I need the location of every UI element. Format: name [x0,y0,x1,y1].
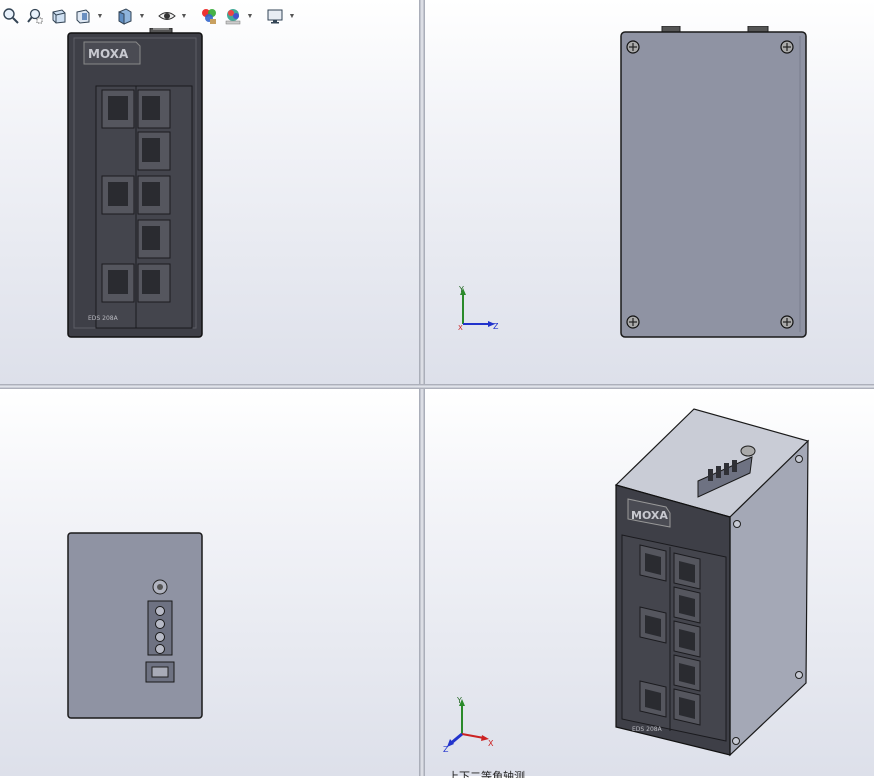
view-orientation-label: 上下二等角轴测 [448,771,525,778]
coordinate-triad-iso: Y X Z [440,694,500,754]
svg-text:X: X [488,739,494,748]
heads-up-view-toolbar: ▼ ▼ ▼ ▼ ▼ [0,4,296,28]
model-label-iso: EDS 208A [632,726,663,733]
svg-text:Y: Y [456,696,462,705]
view-orientation-menu-caret[interactable]: ▼ [138,12,146,20]
svg-text:Y: Y [458,285,464,294]
viewport-splitter-horizontal[interactable] [0,384,874,389]
hide-show-items-icon[interactable] [156,5,178,27]
zoom-to-fit-icon[interactable] [0,5,22,27]
back-view-model[interactable] [618,26,810,340]
coordinate-triad-back: Y Z X [453,284,503,332]
previous-view-icon[interactable] [48,5,70,27]
svg-text:Z: Z [493,322,499,331]
section-view-icon[interactable] [72,5,94,27]
top-view-model[interactable] [66,531,204,721]
front-view-model[interactable]: MOXA EDS 208A [66,28,204,340]
apply-scene-icon[interactable] [222,5,244,27]
hide-show-menu-caret[interactable]: ▼ [180,12,188,20]
view-orientation-icon[interactable] [114,5,136,27]
brand-logo-iso: MOXA [631,509,668,522]
apply-scene-menu-caret[interactable]: ▼ [246,12,254,20]
viewport-front[interactable] [0,0,419,384]
isometric-view-model[interactable]: MOXA EDS 208A [612,407,812,759]
brand-logo: MOXA [88,47,129,61]
section-view-menu-caret[interactable]: ▼ [96,12,104,20]
model-label: EDS 208A [88,315,119,322]
svg-text:Z: Z [443,745,449,754]
view-settings-menu-caret[interactable]: ▼ [288,12,296,20]
svg-text:X: X [458,324,463,332]
view-settings-icon[interactable] [264,5,286,27]
edit-appearance-icon[interactable] [198,5,220,27]
viewport-top[interactable] [0,389,419,776]
zoom-area-icon[interactable] [24,5,46,27]
